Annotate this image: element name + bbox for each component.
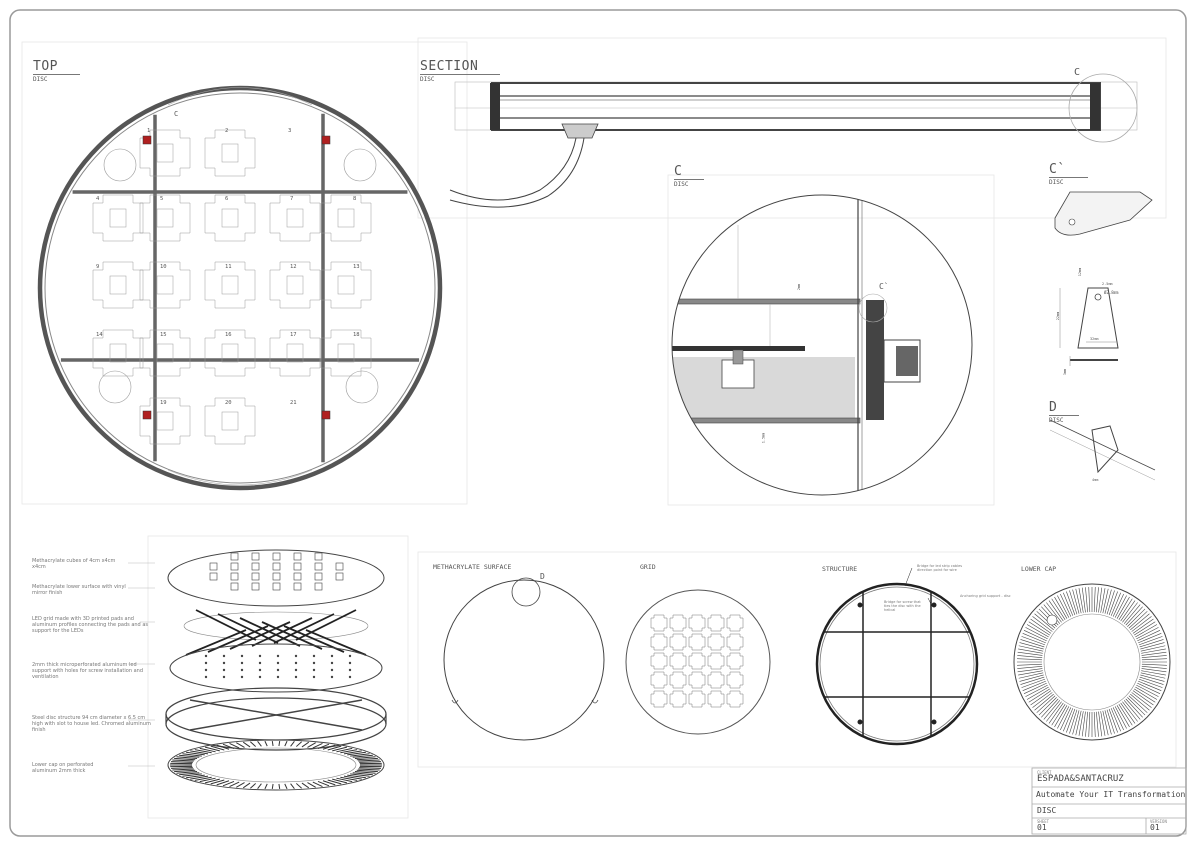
project-name: Automate Your IT Transformation <box>1036 790 1185 799</box>
module-number: 3 <box>288 128 291 134</box>
lower-cap-drawing <box>1014 584 1170 740</box>
sheet-number: 01 <box>1037 823 1047 832</box>
caption-surface: METHACRYLATE SURFACE <box>433 563 511 571</box>
explode-note-led-support: 2mm thick microperforated aluminum led s… <box>32 662 154 680</box>
module-number: 7 <box>290 196 293 202</box>
dim-d9: 4mm <box>1092 478 1098 482</box>
explode-note-cubes: Methacrylate cubes of 4cm x4cm x4cm <box>32 558 122 570</box>
module-number: 13 <box>353 264 360 270</box>
structure-drawing <box>817 568 977 744</box>
structure-note-grid-support: Anchoring grid support - disc <box>960 594 1020 598</box>
detail-c-view <box>670 190 972 500</box>
methacrylate-surface-drawing <box>444 578 604 740</box>
module-number: 17 <box>290 332 297 338</box>
module-number: 18 <box>353 332 360 338</box>
dim-d8: 2.5mm <box>1102 282 1113 286</box>
module-number: 11 <box>225 264 232 270</box>
detail-d-view <box>1050 420 1155 480</box>
dim-d5: 32mm <box>1090 337 1098 341</box>
module-number: 1 <box>147 128 150 134</box>
dim-d4: 22mm <box>1056 312 1060 320</box>
dim-d3: Ø2.8mm <box>1104 290 1118 295</box>
dim-d1: 2mm <box>797 284 801 290</box>
module-number: 9 <box>96 264 99 270</box>
structure-note-bridge-led: Bridge for led strip cables direction po… <box>917 564 967 572</box>
panel-section <box>418 38 1166 218</box>
panel-detail-c <box>668 175 994 505</box>
module-number: 2 <box>225 128 228 134</box>
structure-note-bridge-screw: Bridge for screw that ties the disc with… <box>884 600 926 612</box>
detail-c2-title-text: C` <box>1049 162 1088 178</box>
module-number: 8 <box>353 196 356 202</box>
version-number: 01 <box>1150 823 1160 832</box>
explode-note-lower-cap: Lower cap on perforated aluminum 2mm thi… <box>32 762 112 774</box>
top-view-connectors <box>143 136 330 419</box>
top-view-disc <box>40 88 440 489</box>
red-connector <box>322 136 330 144</box>
detail-d-title: D DISC <box>1049 396 1079 424</box>
section-view <box>450 74 1137 207</box>
module-number: 5 <box>160 196 163 202</box>
client-name: ESPADA&SANTACRUZ <box>1037 774 1124 784</box>
caption-structure: STRUCTURE <box>822 565 857 573</box>
module-number: 14 <box>96 332 103 338</box>
section-marker-c: C <box>1074 67 1080 78</box>
top-title-text: TOP <box>33 59 80 75</box>
grid-drawing <box>626 590 770 734</box>
explode-note-lower-surface: Methacrylate lower surface with vinyl mi… <box>32 584 127 596</box>
module-number: 15 <box>160 332 167 338</box>
module-number: 21 <box>290 400 297 406</box>
module-number: 20 <box>225 400 232 406</box>
exploded-view <box>166 550 386 790</box>
module-number: 10 <box>160 264 167 270</box>
module-number: 6 <box>225 196 228 202</box>
caption-grid: GRID <box>640 563 656 571</box>
module-number: 16 <box>225 332 232 338</box>
section-title-text: SECTION <box>420 59 500 75</box>
surface-marker-d: D <box>540 572 545 581</box>
detail-d-title-text: D <box>1049 400 1079 416</box>
detail-d-subtitle: DISC <box>1049 417 1079 424</box>
drawing-name: DISC <box>1037 806 1056 815</box>
sheet-border <box>10 10 1186 836</box>
detail-c2-title: C` DISC <box>1049 158 1088 186</box>
top-marker-c: C <box>174 110 178 118</box>
title-block: CLIENT ESPADA&SANTACRUZ Automate Your IT… <box>1032 768 1186 834</box>
dim-d2: 12mm <box>1078 268 1082 276</box>
top-subtitle: DISC <box>33 76 80 83</box>
dim-d6: 3mm <box>1063 369 1067 375</box>
detail-c-title-text: C <box>674 164 704 180</box>
red-connector <box>143 136 151 144</box>
detail-marker-c2: C` <box>879 282 889 291</box>
module-number: 4 <box>96 196 99 202</box>
explode-note-led-grid: LED grid made with 3D printed pads and a… <box>32 616 148 634</box>
section-subtitle: DISC <box>420 76 500 83</box>
module-number: 19 <box>160 400 167 406</box>
caption-lower-cap: LOWER CAP <box>1021 565 1056 573</box>
red-connector <box>143 411 151 419</box>
detail-c-subtitle: DISC <box>674 181 704 188</box>
explode-note-structure: Steel disc structure 94 cm diameter x 6.… <box>32 715 154 733</box>
panel-top <box>22 42 467 504</box>
panel-components <box>418 552 1176 767</box>
top-view-title: TOP DISC <box>33 55 80 83</box>
detail-c-title: C DISC <box>674 160 704 188</box>
section-view-title: SECTION DISC <box>420 55 500 83</box>
dim-d7: 1.5mm <box>761 433 765 444</box>
red-connector <box>322 411 330 419</box>
module-number: 12 <box>290 264 297 270</box>
detail-c2-subtitle: DISC <box>1049 179 1088 186</box>
